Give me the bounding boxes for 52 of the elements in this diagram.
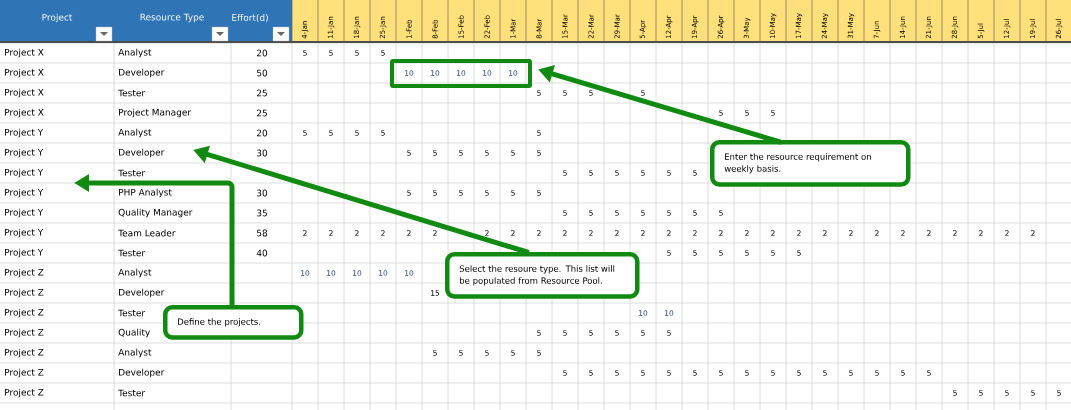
resource-type: Tester (118, 249, 146, 257)
effort-value: 35 (257, 209, 267, 217)
resource-type: Tester (118, 169, 146, 177)
effort-value: 40 (256, 249, 268, 257)
resource-type: Developer (119, 148, 165, 158)
project-name: Project Y (5, 228, 44, 238)
project-name: Project Y (5, 248, 44, 258)
project-name: Project Y (5, 188, 44, 198)
callout-box: Select the resoure type. This list will be populated from Resource Pool. (445, 252, 640, 299)
highlight-box (390, 59, 532, 88)
effort-value: 30 (257, 149, 268, 157)
effort-value: 25 (256, 109, 267, 117)
project-name: Project Y (5, 208, 44, 218)
effort-value: 20 (256, 49, 268, 57)
resource-type: PHP Analyst (119, 188, 172, 198)
resource-type: Project Manager (119, 108, 192, 118)
project-name: Project Z (5, 268, 44, 278)
project-name: Project Z (5, 308, 44, 318)
effort-value: 50 (257, 69, 268, 77)
project-name: Project Z (5, 348, 44, 358)
project-name: Project Y (5, 168, 44, 178)
resource-type: Quality (118, 328, 150, 338)
callout-box: Define the projects. (163, 305, 304, 340)
project-name: Project Y (5, 128, 44, 138)
effort-value: 58 (257, 229, 268, 237)
resource-type: Developer (119, 68, 165, 78)
column-header: Resource Type (114, 0, 231, 43)
project-name: Project X (5, 68, 44, 78)
project-name: Project Z (5, 368, 44, 378)
resource-type: Analyst (118, 348, 152, 358)
project-name: Project X (5, 48, 44, 58)
effort-value: 20 (256, 129, 268, 137)
resource-type: Quality Manager (118, 208, 193, 218)
project-name: Project X (5, 88, 44, 98)
project-name: Project Y (5, 148, 44, 158)
resource-type: Developer (119, 368, 165, 378)
resource-type: Tester (118, 89, 146, 97)
project-name: Project Z (5, 388, 44, 398)
project-name: Project Z (5, 328, 44, 338)
callout-box: Enter the resource requirement on weekly basis. (710, 140, 911, 187)
resource-type: Developer (119, 288, 165, 298)
resource-type: Tester (118, 309, 146, 317)
project-name: Project Z (5, 288, 44, 298)
resource-type: Analyst (118, 268, 152, 278)
project-name: Project X (5, 108, 44, 118)
effort-value: 25 (256, 89, 267, 97)
resource-type: Team Leader (118, 229, 176, 237)
resource-type: Tester (118, 389, 146, 397)
resource-type: Analyst (118, 48, 152, 58)
column-header: Project (0, 0, 114, 43)
effort-value: 30 (257, 189, 268, 197)
resource-type: Analyst (118, 128, 152, 138)
